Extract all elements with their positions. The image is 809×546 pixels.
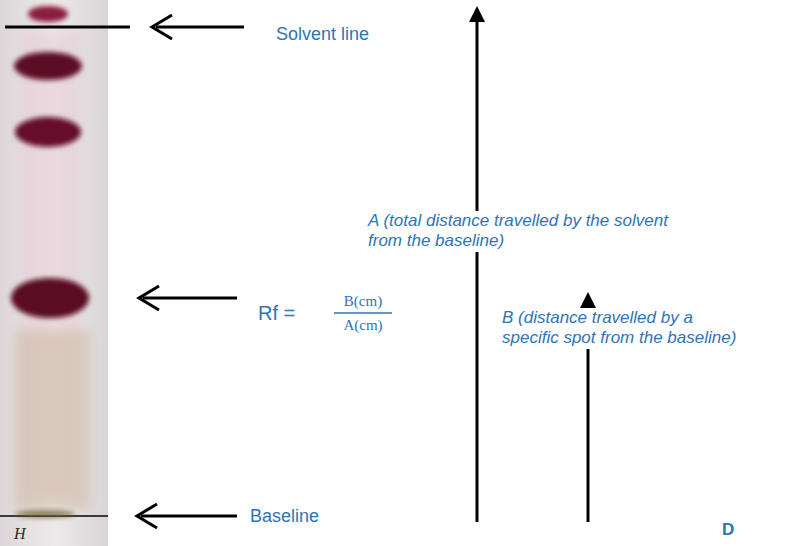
fraction-numerator: B(cm) — [344, 292, 382, 310]
distance-arrows — [469, 6, 596, 522]
tlc-plate — [0, 0, 108, 546]
rf-formula: Rf = — [258, 301, 295, 325]
fraction-denominator: A(cm) — [343, 316, 382, 334]
plate-mark: H — [14, 524, 26, 543]
figure-letter: D — [722, 520, 734, 540]
distance-a-label: A (total distance travelled by the solve… — [368, 211, 668, 252]
solvent-front-line — [5, 26, 130, 29]
pointer-arrows — [137, 15, 244, 528]
baseline-label: Baseline — [250, 506, 319, 528]
fraction-bar — [334, 312, 392, 314]
distance-b-label: B (distance travelled by a specific spot… — [502, 308, 742, 349]
solvent-line-label: Solvent line — [276, 24, 369, 46]
